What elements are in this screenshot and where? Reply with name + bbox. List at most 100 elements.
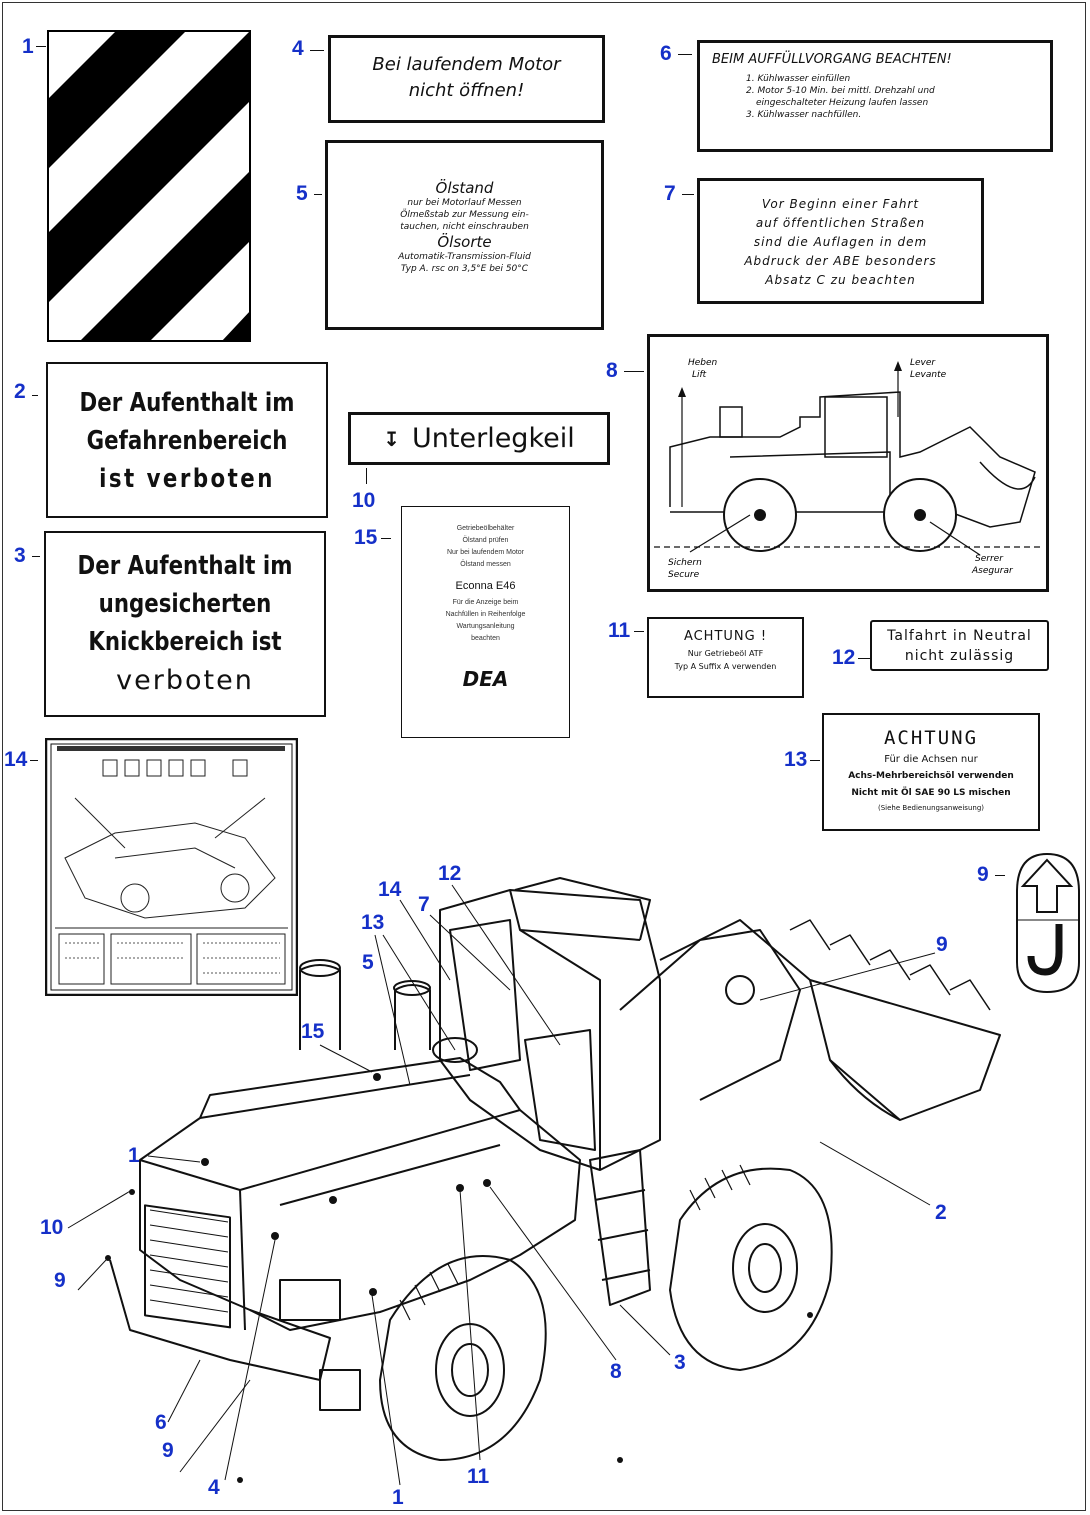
machine-callout-1b: 1	[392, 1486, 404, 1509]
label-secure-1: Sichern	[668, 558, 702, 568]
sign-6-line-1: 1. Kühlwasser einfüllen	[746, 74, 851, 84]
sign-13-line-3: Nicht mit Öl SAE 90 LS mischen	[851, 788, 1011, 798]
callout-2: 2	[14, 380, 26, 403]
leader-7	[682, 194, 694, 195]
leader-14	[30, 760, 38, 761]
label-lever-2: Levante	[910, 370, 947, 380]
sign-7-line-5: Absatz C zu beachten	[765, 273, 916, 287]
sign-3-line-3: Knickbereich ist	[88, 627, 282, 657]
lubrication-chart-icon	[45, 738, 298, 996]
sign-13-title: ACHTUNG	[883, 727, 979, 749]
sign-5-line-1: nur bei Motorlauf Messen	[407, 198, 522, 208]
sign-6-line-3: eingeschalteter Heizung laufen lassen	[756, 98, 929, 108]
callout-10: 10	[352, 489, 376, 512]
sign-lift-points: Heben Lift Lever Levante Sichern Secure …	[647, 334, 1049, 592]
sign-7-line-2: auf öffentlichen Straßen	[755, 216, 926, 230]
leader-2	[32, 395, 38, 396]
sign-transmission-tank: Getriebeölbehälter Ölstand prüfen Nur be…	[401, 506, 570, 738]
sign-6-title: BEIM AUFFÜLLVORGANG BEACHTEN!	[712, 52, 952, 67]
sign-4-line-2: nicht öffnen!	[408, 80, 525, 101]
sign-6-line-2: 2. Motor 5-10 Min. bei mittl. Drehzahl u…	[746, 86, 935, 96]
machine-callout-1: 1	[128, 1144, 140, 1167]
label-secure-2: Secure	[668, 570, 700, 580]
leader-3	[32, 556, 40, 557]
machine-callout-9b: 9	[162, 1439, 174, 1462]
sign-15-line-3: Nur bei laufendem Motor	[446, 549, 525, 556]
label-serrer-2: Asegurar	[971, 566, 1014, 576]
machine-callout-3: 3	[674, 1351, 686, 1374]
leader-1	[36, 46, 46, 47]
sign-7-line-3: sind die Auflagen in dem	[753, 235, 928, 249]
arrow-up-hook-icon	[1016, 852, 1080, 994]
sign-15-line-5: Für die Anzeige beim	[452, 599, 519, 606]
sign-13-line-4: (Siehe Bedienungsanweisung)	[878, 804, 984, 812]
sign-articulation-zone: Der Aufenthalt im ungesicherten Knickber…	[44, 531, 326, 717]
sign-5-line-2: Ölmeßstab zur Messung ein-	[400, 210, 529, 220]
leader-4	[310, 50, 324, 51]
callout-14: 14	[4, 748, 28, 771]
sign-oil-level: Ölstand nur bei Motorlauf Messen Ölmeßst…	[325, 140, 604, 330]
sign-transmission-oil: ACHTUNG ! Nur Getriebeöl ATF Typ A Suffi…	[647, 617, 804, 698]
sign-15-brand: Econna E46	[455, 580, 516, 592]
sign-downhill-neutral: Talfahrt in Neutral nicht zulässig	[870, 620, 1049, 671]
leader-6	[678, 54, 692, 55]
sign-15-line-2: Ölstand prüfen	[462, 537, 509, 544]
sign-5-title-1: Ölstand	[435, 179, 494, 197]
label-lift-2: Lift	[692, 370, 707, 380]
machine-callout-6: 6	[155, 1411, 167, 1434]
machine-callout-15: 15	[301, 1020, 325, 1043]
sign-15-line-4: Ölstand messen	[460, 561, 511, 568]
sign-2-line-1: Der Aufenthalt im	[79, 388, 295, 418]
callout-7: 7	[664, 182, 676, 205]
leader-13	[810, 760, 820, 761]
machine-callout-7: 7	[418, 893, 430, 916]
loader-side-view: Heben Lift Lever Levante Sichern Secure …	[654, 358, 1040, 580]
callout-15: 15	[354, 526, 378, 549]
callout-6: 6	[660, 42, 672, 65]
callout-5: 5	[296, 182, 308, 205]
sign-12-line-2: nicht zulässig	[904, 648, 1015, 664]
leader-12	[858, 658, 870, 659]
sign-6-line-4: 3. Kühlwasser nachfüllen.	[746, 110, 862, 120]
sign-15-line-7: Wartungsanleitung	[456, 623, 515, 630]
dea-logo: DEA	[462, 667, 509, 691]
sign-wheel-chock: ↧ Unterlegkeil	[348, 412, 610, 465]
machine-callout-11: 11	[467, 1465, 490, 1488]
leader-9	[995, 875, 1005, 876]
callout-1: 1	[22, 35, 34, 58]
hazard-stripe-sign	[47, 30, 251, 342]
sign-15-line-1: Getriebeölbehälter	[456, 525, 515, 532]
sign-coolant-filling: BEIM AUFFÜLLVORGANG BEACHTEN! 1. Kühlwas…	[697, 40, 1053, 152]
sign-5-line-3: tauchen, nicht einschrauben	[400, 222, 529, 232]
sign-10-text: Unterlegkeil	[412, 423, 575, 454]
sign-15-line-8: beachten	[471, 635, 500, 642]
callout-9: 9	[977, 863, 989, 886]
leader-15	[381, 538, 391, 539]
sign-7-line-1: Vor Beginn einer Fahrt	[761, 197, 920, 211]
machine-callout-10: 10	[40, 1216, 64, 1239]
sign-11-title: ACHTUNG !	[683, 629, 768, 644]
wedge-arrow-icon: ↧	[383, 426, 401, 451]
sign-3-line-1: Der Aufenthalt im	[77, 551, 293, 581]
machine-callout-9: 9	[54, 1269, 66, 1292]
leader-10	[366, 468, 367, 484]
sign-3-line-2: ungesicherten	[98, 589, 272, 619]
sign-2-line-2: Gefahrenbereich	[86, 426, 288, 456]
sign-5-line-5: Typ A. rsc on 3,5°E bei 50°C	[400, 264, 529, 274]
sign-11-line-1: Nur Getriebeöl ATF	[687, 649, 764, 658]
label-serrer-1: Serrer	[975, 554, 1004, 564]
sign-engine-running: Bei laufendem Motor nicht öffnen!	[328, 35, 605, 123]
sign-5-line-4: Automatik-Transmission-Fluid	[398, 252, 531, 262]
callout-3: 3	[14, 544, 26, 567]
sign-public-road: Vor Beginn einer Fahrt auf öffentlichen …	[697, 178, 984, 304]
label-lever-1: Lever	[910, 358, 936, 368]
machine-callout-14: 14	[378, 878, 402, 901]
sign-12-line-1: Talfahrt in Neutral	[887, 628, 1032, 644]
machine-callout-13: 13	[361, 911, 385, 934]
sign-11-line-2: Typ A Suffix A verwenden	[674, 662, 777, 671]
sign-4-line-1: Bei laufendem Motor	[372, 54, 561, 75]
leader-11	[634, 631, 644, 632]
leader-8	[624, 371, 644, 372]
callout-8: 8	[606, 359, 618, 382]
sign-5-title-2: Ölsorte	[437, 233, 492, 251]
